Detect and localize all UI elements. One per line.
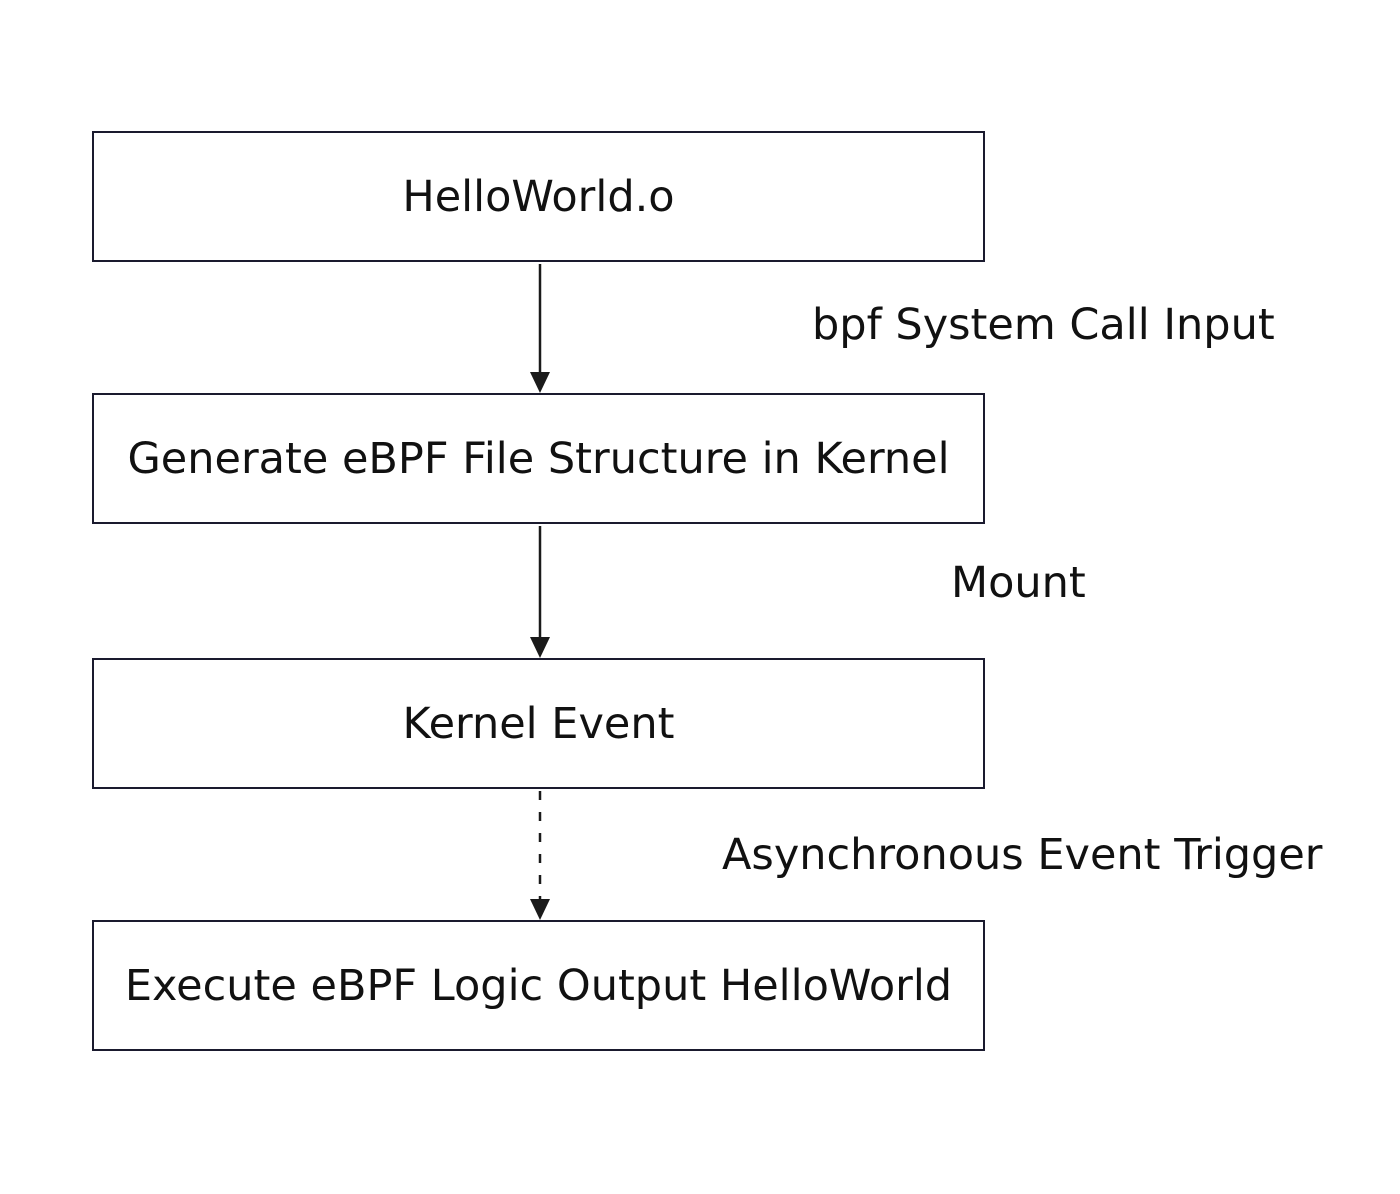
node-execute-ebpf-logic: Execute eBPF Logic Output HelloWorld xyxy=(92,920,985,1051)
edge-1-arrow xyxy=(530,264,550,393)
edge-label-asynchronous-event-trigger: Asynchronous Event Trigger xyxy=(722,830,1323,880)
node-label: Execute eBPF Logic Output HelloWorld xyxy=(124,960,953,1011)
node-label: HelloWorld.o xyxy=(402,171,675,222)
node-generate-ebpf-file-structure: Generate eBPF File Structure in Kernel xyxy=(92,393,985,524)
node-kernel-event: Kernel Event xyxy=(92,658,985,789)
node-label: Generate eBPF File Structure in Kernel xyxy=(127,433,950,484)
edge-label-bpf-system-call-input: bpf System Call Input xyxy=(812,300,1275,350)
node-helloworld-o: HelloWorld.o xyxy=(92,131,985,262)
edge-label-mount: Mount xyxy=(951,558,1086,608)
node-label: Kernel Event xyxy=(402,698,675,749)
edge-3-arrow xyxy=(530,791,550,920)
edge-2-arrow xyxy=(530,526,550,658)
